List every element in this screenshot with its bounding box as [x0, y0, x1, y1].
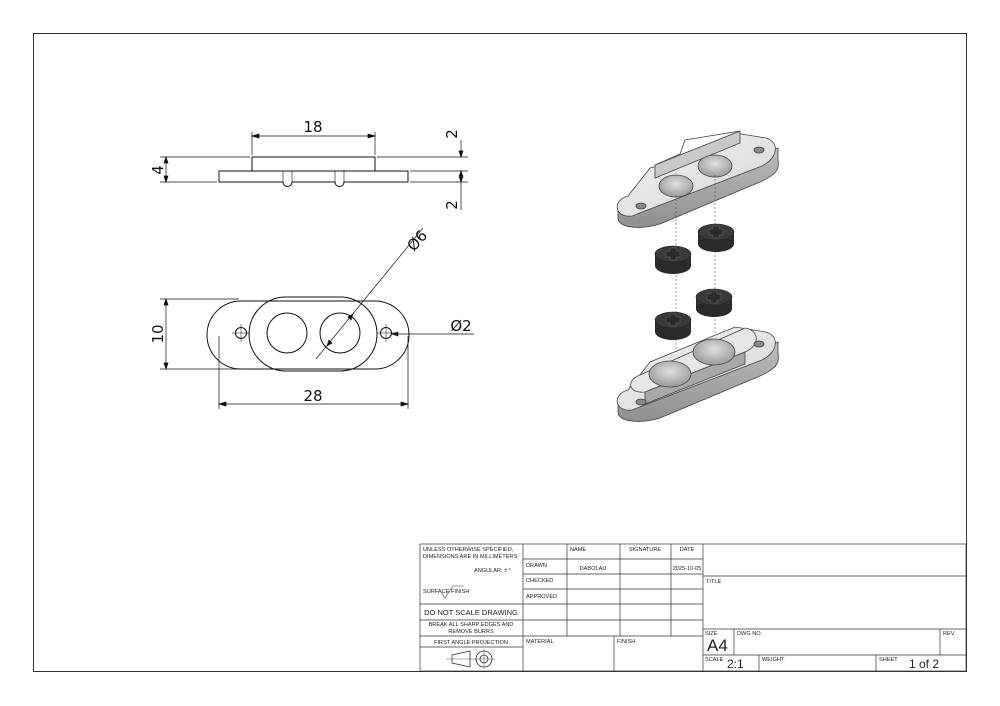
iso-guide-lines	[675, 175, 716, 380]
dim-width-top	[250, 132, 377, 155]
finish-label: FINISH	[617, 639, 635, 645]
row-drawn: DRAWN	[526, 563, 547, 569]
dim-hole-small	[390, 331, 474, 337]
note-surface-finish: SURFACE FINISH	[423, 589, 469, 595]
note-projection: FIRST ANGLE PROJECTION	[434, 640, 508, 646]
row-approved: APPROVED	[526, 594, 557, 600]
drawn-date: 2025-10-05	[673, 566, 702, 572]
scale-value: 2:1	[727, 657, 744, 671]
material-label: MATERIAL	[526, 639, 554, 645]
size-label: SIZE	[705, 631, 718, 637]
dim-length-label: 28	[303, 387, 322, 405]
dwg-no-label: DWG NO.	[737, 631, 763, 637]
surface-finish-icon	[440, 585, 464, 599]
iso-pad-3	[695, 288, 733, 317]
first-angle-projection-icon	[446, 649, 495, 669]
sheet-border	[33, 33, 967, 672]
scale-label: SCALE	[705, 657, 724, 663]
drawn-name: DABOLAU	[580, 566, 607, 572]
row-checked: CHECKED	[526, 578, 553, 584]
header-name: NAME	[570, 547, 586, 553]
dim-step-top-label: 2	[443, 129, 461, 139]
dim-height-label: 10	[149, 324, 167, 343]
header-date: DATE	[680, 547, 695, 553]
dim-hole-small-label: Ø2	[450, 317, 471, 335]
sheet-label: SHEET	[879, 657, 898, 663]
sheet-value: 1 of 2	[909, 657, 939, 671]
title-block	[419, 543, 967, 672]
size-value: A4	[707, 636, 728, 655]
weight-label: WEIGHT	[762, 657, 785, 663]
note-do-not-scale: DO NOT SCALE DRAWING	[424, 608, 518, 617]
dim-height	[160, 297, 239, 371]
note-break-line1: BREAK ALL SHARP EDGES AND	[429, 622, 514, 628]
rev-label: REV.	[943, 631, 956, 637]
header-signature: SIGNATURE	[629, 547, 661, 553]
dim-thickness-label: 4	[149, 165, 167, 175]
dim-thickness	[160, 155, 250, 184]
iso-pad-1	[697, 223, 735, 252]
title-label: TITLE	[706, 579, 721, 585]
iso-top-part	[616, 130, 779, 228]
isometric-exploded-view	[616, 130, 779, 422]
dim-steps	[377, 140, 468, 210]
dim-length	[217, 336, 410, 409]
dim-hole-large-label: Ø6	[403, 227, 431, 255]
top-view	[206, 296, 410, 372]
note-unless-line1: UNLESS OTHERWISE SPECIFIED,	[423, 547, 514, 553]
note-break-line2: REMOVE BURRS	[448, 629, 494, 635]
note-unless-line2: DIMENSIONS ARE IN MILLIMETERS	[423, 554, 517, 560]
side-view	[218, 156, 409, 187]
dim-step-bottom-label: 2	[443, 200, 461, 210]
dim-hole-large	[315, 227, 424, 360]
note-angular: ANGULAR: ± °	[474, 568, 511, 574]
dim-width-top-label: 18	[303, 118, 322, 136]
iso-pad-2	[654, 245, 692, 274]
iso-pad-4	[654, 311, 692, 340]
iso-bottom-part	[616, 326, 779, 422]
